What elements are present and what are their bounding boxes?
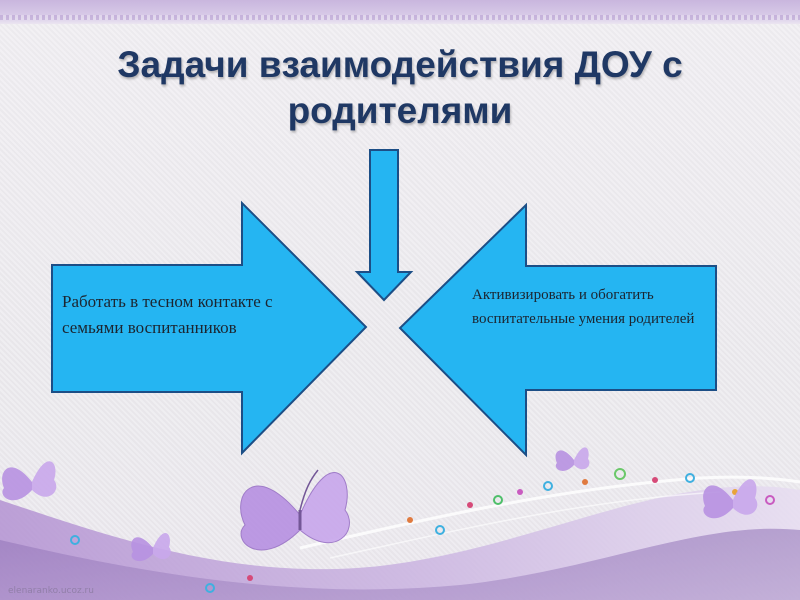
top-border-decoration (0, 0, 800, 24)
butterfly-icon (703, 479, 758, 519)
left-arrow-icon (398, 202, 717, 458)
right-arrow-icon (51, 200, 368, 456)
slide-title: Задачи взаимодействия ДОУ с родителями (117, 44, 683, 131)
right-arrow-text: Активизировать и обогатить воспитательны… (472, 287, 695, 327)
butterfly-icon (2, 461, 57, 501)
decorative-dots (70, 468, 775, 593)
watermark: elenaranko.ucoz.ru (8, 586, 94, 596)
down-arrow-icon (354, 149, 414, 302)
butterfly-icon (555, 447, 590, 471)
bottom-wave-decoration (0, 475, 800, 600)
butterfly-icon (131, 533, 171, 562)
butterfly-icon (240, 469, 350, 551)
left-arrow-text: Работать в тесном контакте с семьями вос… (62, 292, 273, 337)
